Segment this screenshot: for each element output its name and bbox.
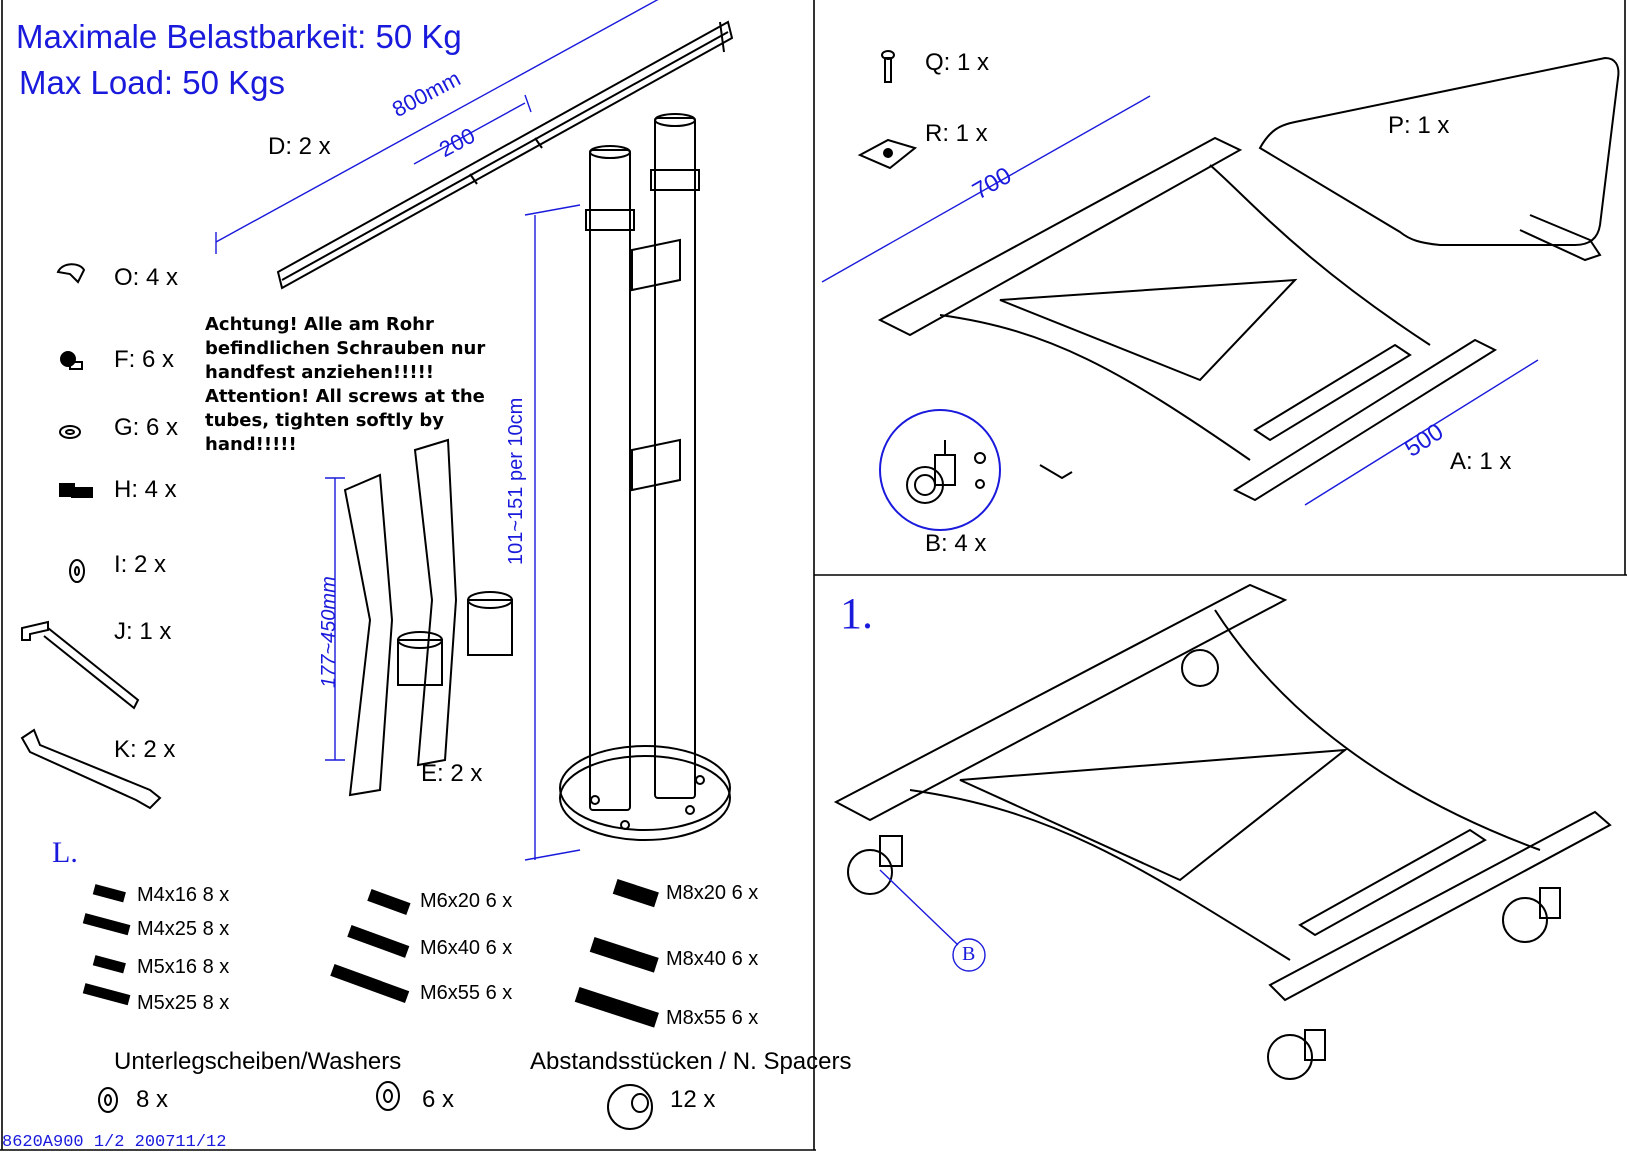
screw-spec: M5x25 8 x: [137, 992, 230, 1014]
clamp-e-drawing: [343, 438, 513, 797]
document-code: 8620A900 1/2 200711/12: [2, 1133, 227, 1152]
warning-line: Attention! All screws at the: [205, 386, 485, 407]
callout-b-line: [879, 869, 986, 972]
clamp-dimension: [325, 477, 345, 761]
plate-r-icon: [857, 138, 918, 170]
warning-line: handfest anziehen!!!!!: [205, 362, 434, 383]
part-r-label: R: 1 x: [925, 120, 988, 147]
hardware-icons: [20, 263, 162, 810]
part-b-label: B: 4 x: [925, 530, 987, 557]
screw-spec: M5x16 8 x: [137, 956, 230, 978]
tube-column-drawing: [559, 113, 731, 841]
screws-section-marker: L.: [52, 836, 78, 869]
shelf-p-drawing: [1258, 56, 1620, 262]
rail-d-drawing: [276, 20, 734, 290]
screw-spec: M6x20 6 x: [420, 890, 513, 912]
part-g-label: G: 6 x: [114, 414, 179, 441]
part-d-label: D: 2 x: [268, 133, 331, 160]
screw-spec: M6x55 6 x: [420, 982, 513, 1004]
step1-frame-drawing: [833, 583, 1612, 1080]
part-q-label: Q: 1 x: [925, 49, 990, 76]
screw-warning: Achtung! Alle am Rohr befindlichen Schra…: [205, 313, 485, 457]
spacer-count: 12 x: [670, 1086, 716, 1113]
frame-a-drawing: [877, 136, 1498, 502]
frame-dimension-lines: [821, 95, 1539, 506]
part-h-label: H: 4 x: [114, 476, 177, 503]
callout-b-label: B: [962, 943, 976, 965]
screw-spec: M8x40 6 x: [666, 948, 759, 970]
warning-line: Achtung! Alle am Rohr: [205, 314, 434, 335]
part-k-label: K: 2 x: [114, 736, 176, 763]
washer-icons: [98, 1081, 653, 1130]
step-number: 1.: [840, 589, 873, 638]
screw-spec: M8x20 6 x: [666, 882, 759, 904]
warning-line: tubes, tighten softly by: [205, 410, 445, 431]
part-o-label: O: 4 x: [114, 264, 179, 291]
screw-spec: M6x40 6 x: [420, 937, 513, 959]
part-a-label: A: 1 x: [1450, 448, 1512, 475]
screw-spec: M4x16 8 x: [137, 884, 230, 906]
tube-height-dimension: [524, 204, 581, 861]
spacers-heading: Abstandsstücken / N. Spacers: [530, 1048, 852, 1075]
part-i-label: I: 2 x: [114, 551, 167, 578]
max-load-english: Max Load: 50 Kgs: [19, 64, 285, 101]
warning-line: hand!!!!!: [205, 434, 297, 455]
rail-dimension-lines: [215, 0, 659, 254]
part-f-label: F: 6 x: [114, 346, 175, 373]
screw-spec: M8x55 6 x: [666, 1007, 759, 1029]
screw-icons: [82, 879, 659, 1028]
caster-b-icon: [879, 409, 1073, 531]
clamp-range-dimension-label: 177~450mm: [318, 576, 340, 688]
washers-heading: Unterlegscheiben/Washers: [114, 1048, 402, 1075]
washer-count-b: 6 x: [422, 1086, 455, 1113]
screw-spec: M4x25 8 x: [137, 918, 230, 940]
warning-line: befindlichen Schrauben nur: [205, 338, 486, 359]
max-load-german: Maximale Belastbarkeit: 50 Kg: [16, 18, 462, 55]
part-p-label: P: 1 x: [1388, 112, 1450, 139]
screw-q-icon: [881, 50, 895, 83]
part-e-label: E: 2 x: [421, 760, 483, 787]
part-j-label: J: 1 x: [114, 618, 172, 645]
tube-height-dimension-label: 101~151 per 10cm: [505, 397, 527, 565]
washer-count-a: 8 x: [136, 1086, 169, 1113]
